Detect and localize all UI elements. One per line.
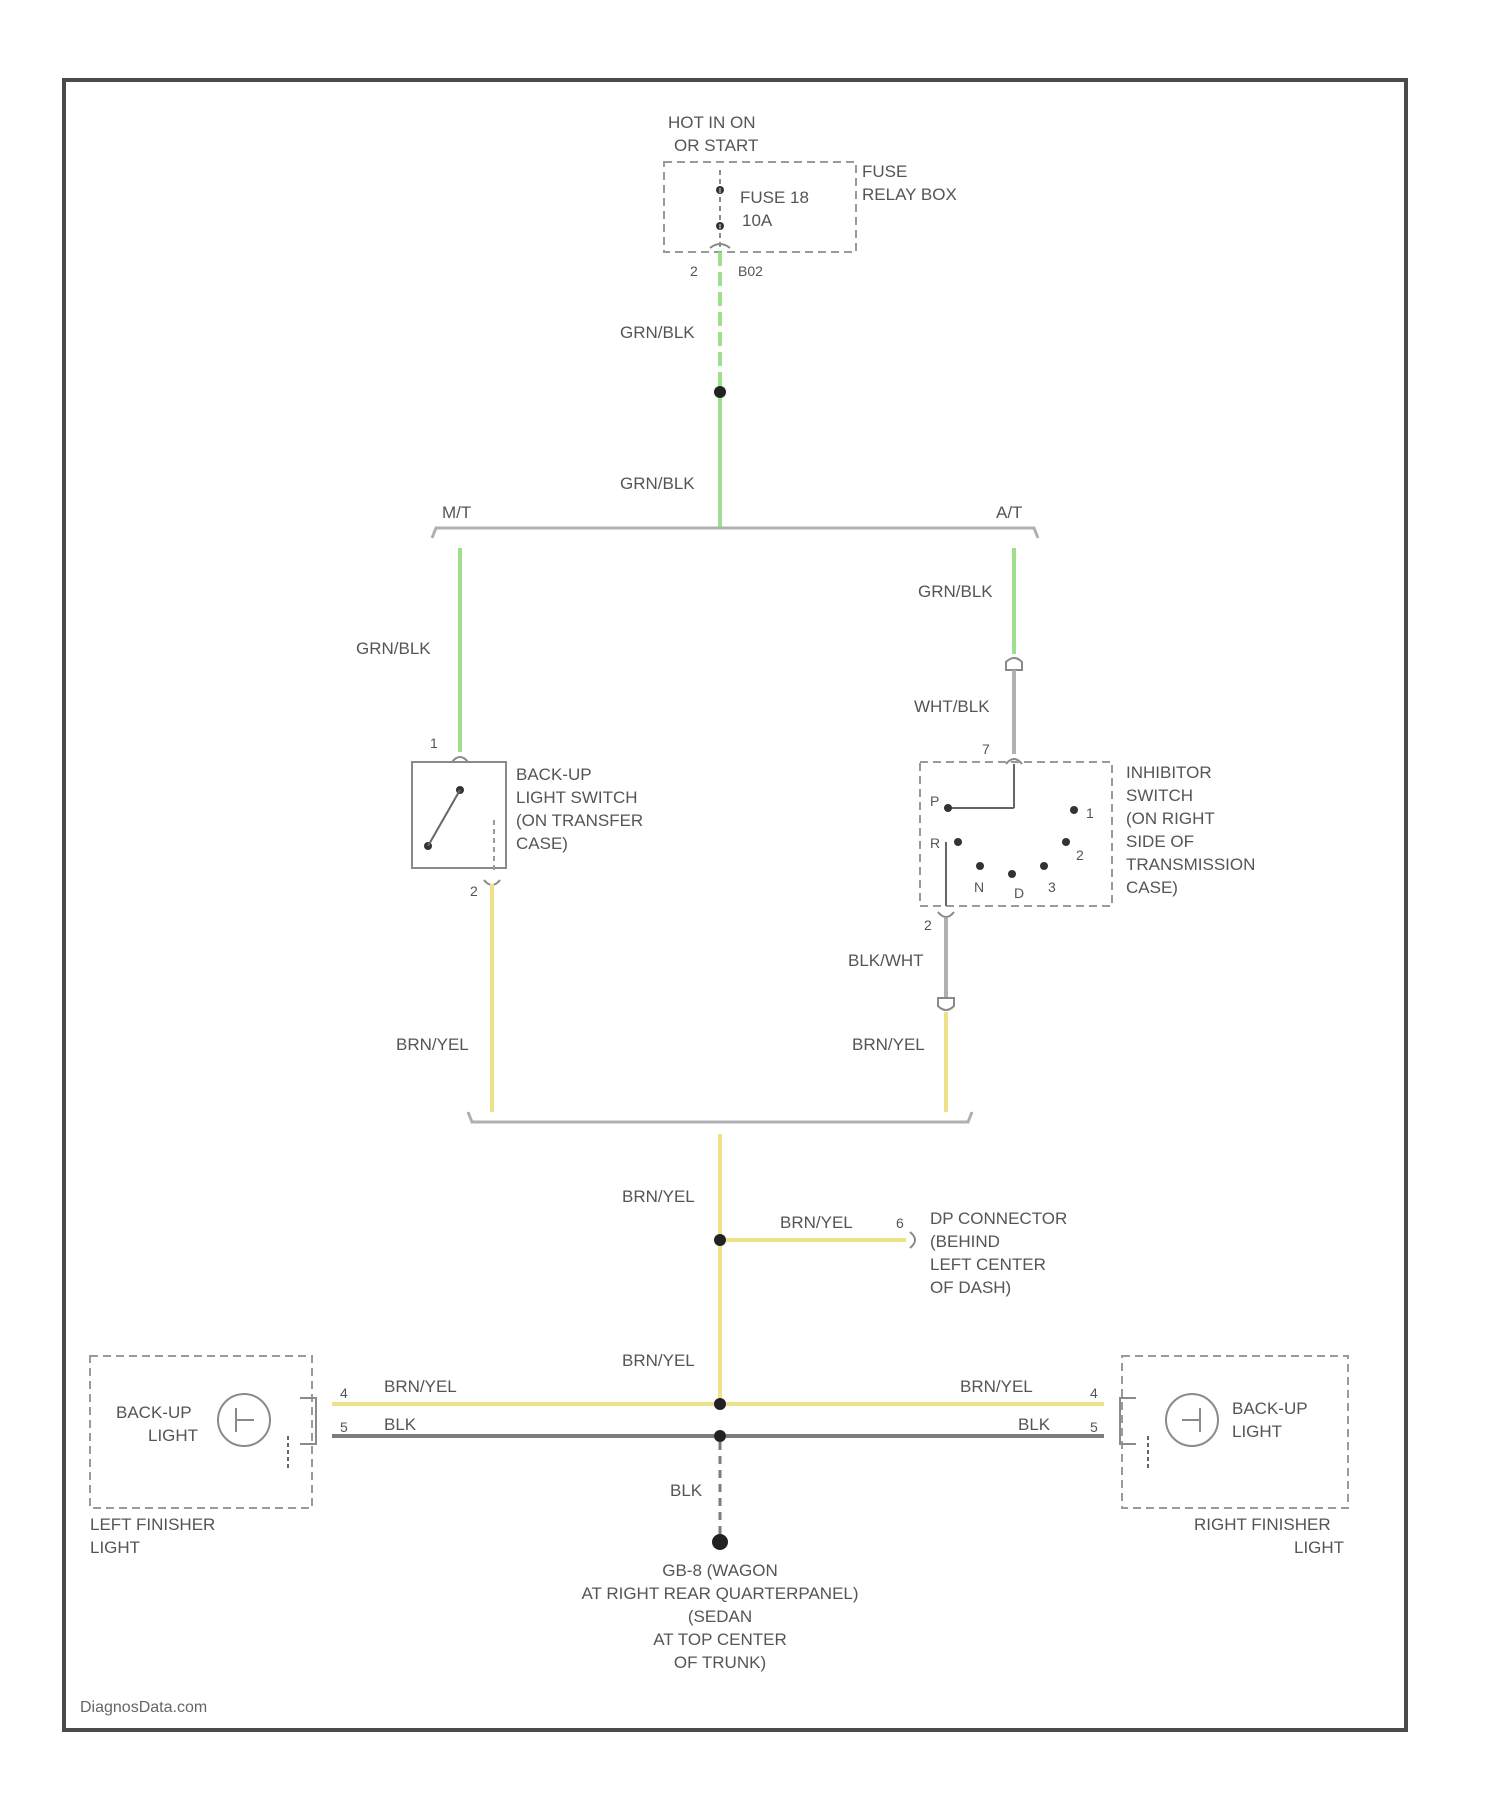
inhibitor-contact-n (976, 862, 984, 870)
ground-label-3: (SEDAN (688, 1607, 752, 1626)
inhibitor-pos-2: 2 (1076, 847, 1084, 863)
backup-light-switch (412, 762, 506, 868)
wire-label-trunk-upper: BRN/YEL (622, 1187, 695, 1206)
inhibitor-pos-p: P (930, 793, 939, 809)
right-lamp-label-2: LIGHT (1232, 1422, 1282, 1441)
wire-label-at-branch: GRN/BLK (918, 582, 993, 601)
inhibitor-contact-3 (1040, 862, 1048, 870)
left-lamp-label-2: LIGHT (148, 1426, 198, 1445)
ground-label-4: AT TOP CENTER (653, 1630, 787, 1649)
splice-feed (714, 386, 726, 398)
split-bracket-top (432, 528, 1038, 538)
power-source-label-1: HOT IN ON (668, 113, 756, 132)
backup-switch-label-3: (ON TRANSFER (516, 811, 643, 830)
wire-label-inhibitor-out: BLK/WHT (848, 951, 924, 970)
left-lamp-pin-ground: 5 (340, 1419, 348, 1435)
fuse-pin-number: 2 (690, 263, 698, 279)
fuse-box-name-1: FUSE (862, 162, 907, 181)
inhibitor-pin-out: 2 (924, 917, 932, 933)
dlc-label-2: (BEHIND (930, 1232, 1000, 1251)
backup-switch-label-4: CASE) (516, 834, 568, 853)
wire-label-right-lamp-feed: BRN/YEL (960, 1377, 1033, 1396)
right-lamp-label-1: BACK-UP (1232, 1399, 1308, 1418)
inhibitor-label-1: INHIBITOR (1126, 763, 1212, 782)
merge-bracket-bottom (468, 1112, 972, 1122)
left-lamp-assy-1: LEFT FINISHER (90, 1515, 215, 1534)
wire-label-mt-branch: GRN/BLK (356, 639, 431, 658)
wire-label-ground-drop: BLK (670, 1481, 703, 1500)
inhibitor-contact-1 (1070, 806, 1078, 814)
split-label-at: A/T (996, 503, 1022, 522)
splice-dlc (714, 1234, 726, 1246)
inhibitor-pin-in: 7 (982, 741, 990, 757)
dlc-pin: 6 (896, 1215, 904, 1231)
wire-label-at-to-inhibitor: WHT/BLK (914, 697, 990, 716)
ground-point (712, 1534, 728, 1550)
inhibitor-label-2: SWITCH (1126, 786, 1193, 805)
inhibitor-pos-1: 1 (1086, 805, 1094, 821)
wire-label-left-ground: BLK (384, 1415, 417, 1434)
fuse-box-name-2: RELAY BOX (862, 185, 957, 204)
right-lamp-pin-ground: 5 (1090, 1419, 1098, 1435)
at-inline-connector (1006, 658, 1022, 670)
left-lamp-connector (300, 1398, 316, 1444)
inhibitor-pos-r: R (930, 835, 940, 851)
diagram-frame (64, 80, 1406, 1730)
inhibitor-label-4: SIDE OF (1126, 832, 1194, 851)
left-lamp-label-1: BACK-UP (116, 1403, 192, 1422)
splice-ground (714, 1430, 726, 1442)
dlc-label-3: LEFT CENTER (930, 1255, 1046, 1274)
right-bulb-filament (1182, 1408, 1200, 1432)
backup-switch-pin-in: 1 (430, 735, 438, 751)
fuse-label-1: FUSE 18 (740, 188, 809, 207)
wire-label-left-lamp-feed: BRN/YEL (384, 1377, 457, 1396)
power-source-label-2: OR START (674, 136, 758, 155)
inhibitor-pos-n: N (974, 879, 984, 895)
splice-lamp-feed (714, 1398, 726, 1410)
inhibitor-connector-bottom (938, 912, 954, 917)
dlc-connector-symbol (910, 1232, 915, 1248)
inhibitor-pos-3: 3 (1048, 879, 1056, 895)
wire-label-mt-out: BRN/YEL (396, 1035, 469, 1054)
split-label-mt: M/T (442, 503, 471, 522)
dlc-label-4: OF DASH) (930, 1278, 1011, 1297)
ground-label-2: AT RIGHT REAR QUARTERPANEL) (581, 1584, 858, 1603)
wire-label-right-ground: BLK (1018, 1415, 1051, 1434)
watermark: DiagnosData.com (80, 1699, 207, 1716)
backup-switch-label-1: BACK-UP (516, 765, 592, 784)
inhibitor-label-6: CASE) (1126, 878, 1178, 897)
dlc-label-1: DP CONNECTOR (930, 1209, 1067, 1228)
right-lamp-assy-1: RIGHT FINISHER (1194, 1515, 1331, 1534)
wire-label-feed-upper: GRN/BLK (620, 323, 695, 342)
inhibitor-label-3: (ON RIGHT (1126, 809, 1215, 828)
right-lamp-pin-feed: 4 (1090, 1385, 1098, 1401)
inhibitor-contact-p (944, 804, 952, 812)
left-finisher-light (90, 1356, 312, 1508)
inhibitor-pos-d: D (1014, 885, 1024, 901)
inhibitor-contact-d (1008, 870, 1016, 878)
at-out-inline-connector (938, 998, 954, 1010)
ground-label-5: OF TRUNK) (674, 1653, 766, 1672)
wire-label-dlc-branch: BRN/YEL (780, 1213, 853, 1232)
wire-label-at-out: BRN/YEL (852, 1035, 925, 1054)
fuse-relay-box (664, 162, 856, 252)
backup-switch-label-2: LIGHT SWITCH (516, 788, 638, 807)
backup-switch-pin-out: 2 (470, 883, 478, 899)
inhibitor-contact-r (954, 838, 962, 846)
inhibitor-label-5: TRANSMISSION (1126, 855, 1255, 874)
left-lamp-assy-2: LIGHT (90, 1538, 140, 1557)
fuse-label-2: 10A (742, 211, 773, 230)
inhibitor-contact-2 (1062, 838, 1070, 846)
left-bulb-filament (236, 1408, 254, 1432)
left-lamp-pin-feed: 4 (340, 1385, 348, 1401)
right-lamp-assy-2: LIGHT (1294, 1538, 1344, 1557)
backup-switch-blade (428, 790, 460, 846)
wire-label-trunk-lower: BRN/YEL (622, 1351, 695, 1370)
ground-label-1: GB-8 (WAGON (662, 1561, 778, 1580)
wire-label-feed-lower: GRN/BLK (620, 474, 695, 493)
fuse-connector-id: B02 (738, 263, 763, 279)
